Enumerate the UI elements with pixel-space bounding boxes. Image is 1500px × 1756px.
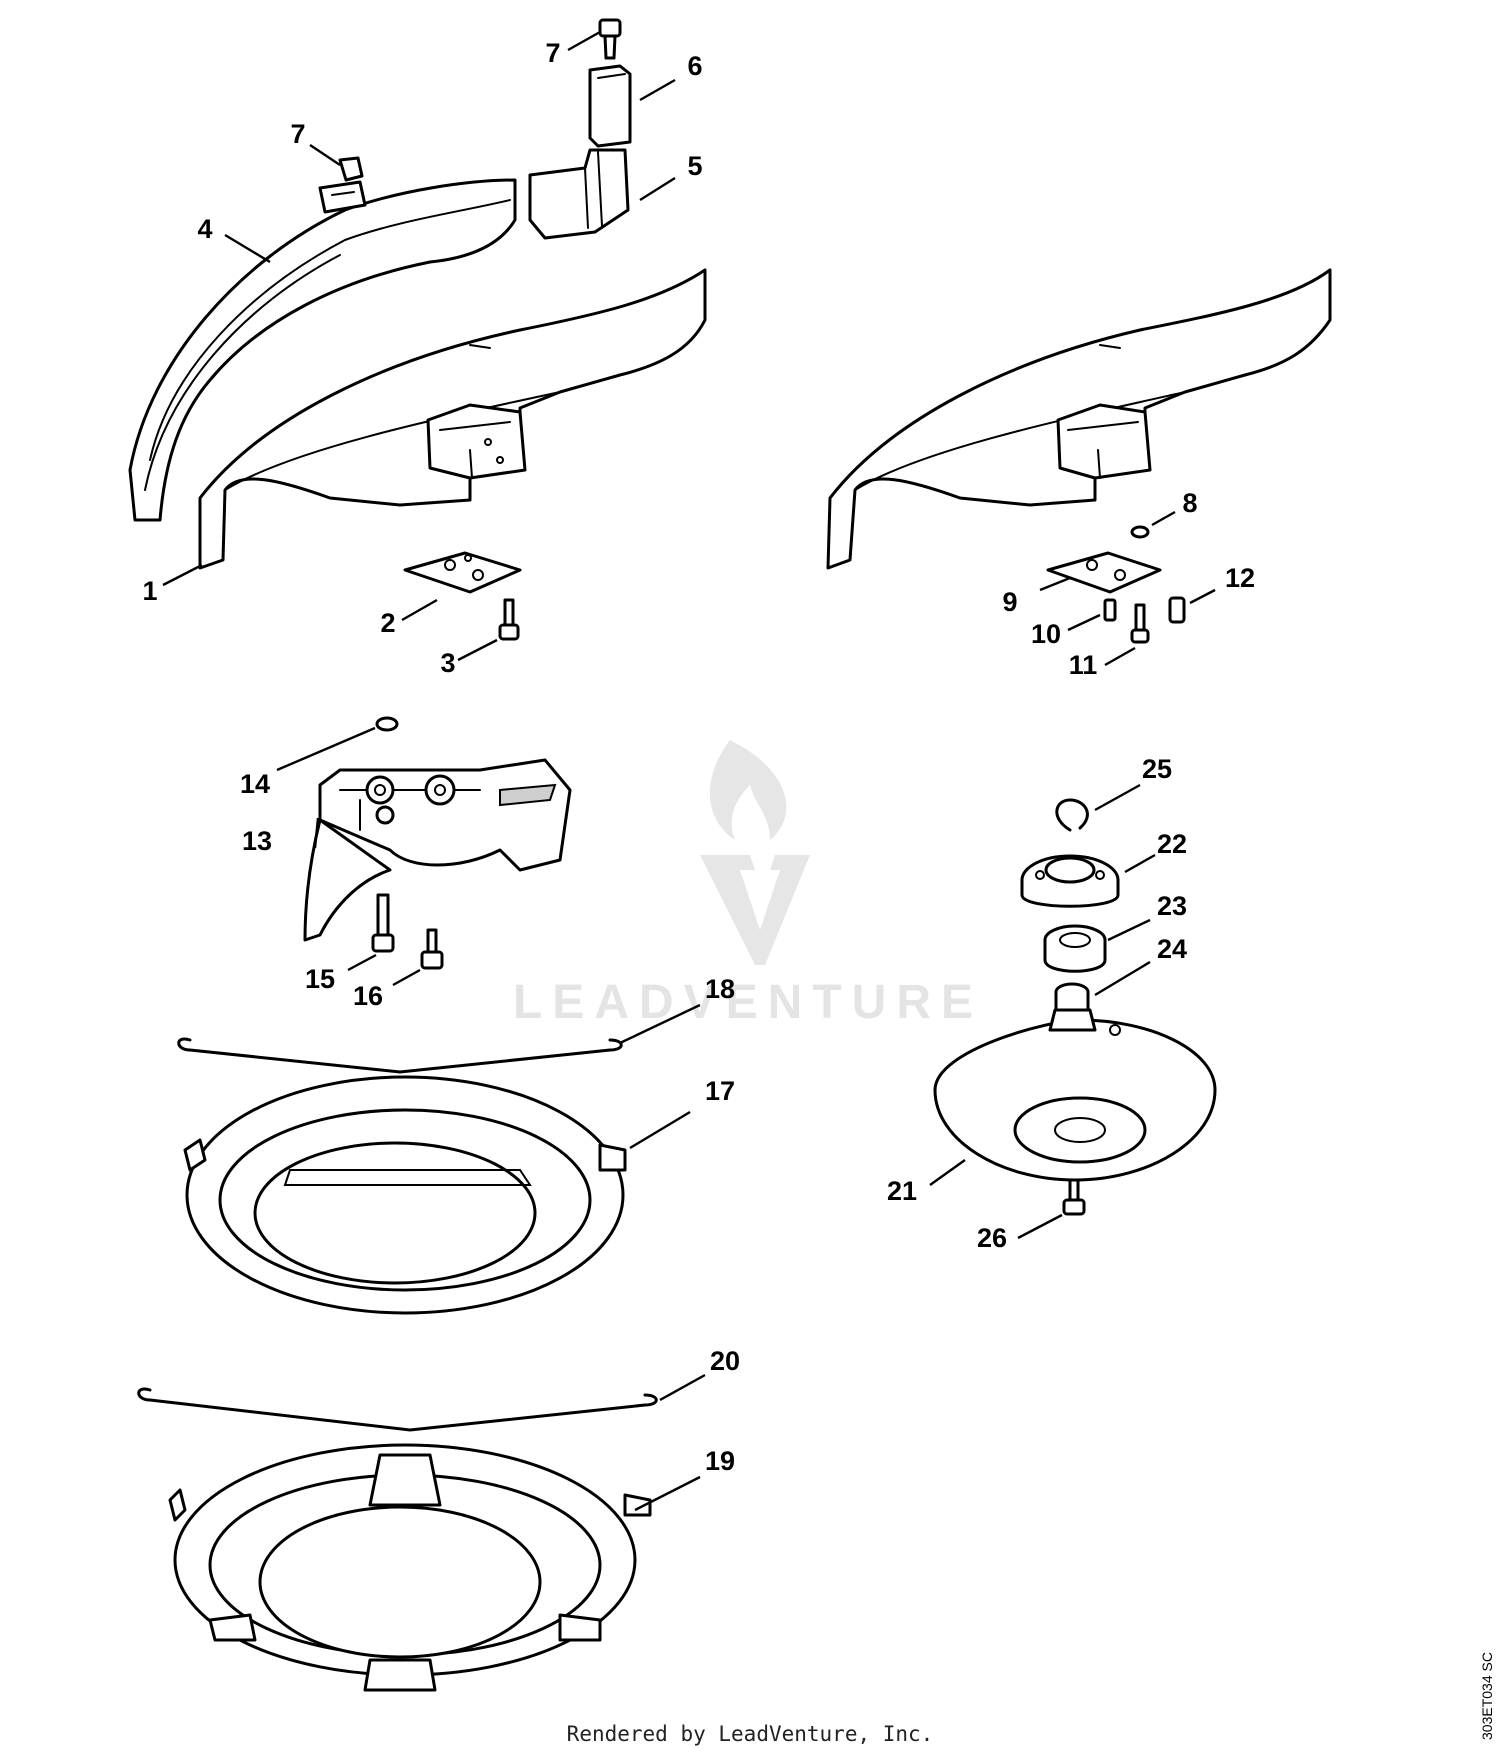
drawing-code: 303ET034 SC xyxy=(1479,1652,1495,1740)
callout-23: 23 xyxy=(1157,891,1187,921)
leader-lines xyxy=(162,30,1216,1512)
part-8-washer xyxy=(1130,525,1150,539)
watermark-text: LEADVENTURE xyxy=(513,976,983,1029)
part-guard-right xyxy=(826,268,1332,570)
part-7-screw-top xyxy=(598,18,622,60)
callout-3: 3 xyxy=(440,648,455,678)
part-20-wire xyxy=(137,1387,658,1432)
callout-25: 25 xyxy=(1142,754,1172,784)
callout-2: 2 xyxy=(380,608,395,638)
part-23-bearing xyxy=(1043,924,1107,973)
part-9-plate xyxy=(1046,551,1162,594)
part-21-thrust-plate xyxy=(933,1008,1217,1182)
part-2-plate xyxy=(403,551,522,594)
part-12-screw xyxy=(1168,596,1186,624)
callout-17: 17 xyxy=(705,1076,735,1106)
callout-22: 22 xyxy=(1157,829,1187,859)
part-1-guard xyxy=(198,268,707,570)
part-10-screw xyxy=(1103,598,1117,622)
part-17-ring-guard xyxy=(183,1075,627,1315)
callout-9: 9 xyxy=(1002,587,1017,617)
callout-labels: 1 2 3 4 5 6 7 7 8 9 10 11 12 13 14 15 16… xyxy=(142,38,1255,1476)
callout-7-top: 7 xyxy=(545,38,560,68)
leadventure-watermark: LEADVENTURE xyxy=(513,740,983,1029)
part-25-circlip xyxy=(1055,798,1089,832)
callout-19: 19 xyxy=(705,1446,735,1476)
callout-15: 15 xyxy=(305,964,335,994)
callout-5: 5 xyxy=(687,151,702,181)
callout-10: 10 xyxy=(1031,619,1061,649)
callout-21: 21 xyxy=(887,1176,917,1206)
part-5-bracket xyxy=(528,148,630,240)
part-4-strip xyxy=(128,178,517,522)
callout-18: 18 xyxy=(705,974,735,1004)
callout-6: 6 xyxy=(687,51,702,81)
part-18-wire xyxy=(177,1037,623,1074)
callout-20: 20 xyxy=(710,1346,740,1376)
callout-16: 16 xyxy=(353,981,383,1011)
callout-4: 4 xyxy=(197,214,212,244)
callout-8: 8 xyxy=(1182,488,1197,518)
callout-24: 24 xyxy=(1157,934,1187,964)
callout-12: 12 xyxy=(1225,563,1255,593)
part-13-housing xyxy=(303,758,572,942)
footer-credit: Rendered by LeadVenture, Inc. xyxy=(566,1722,934,1746)
callout-13: 13 xyxy=(242,826,272,856)
part-19-ring-guard xyxy=(168,1443,652,1692)
part-26-screw xyxy=(1062,1178,1086,1216)
part-24-sleeve xyxy=(1054,982,1090,1012)
callout-14: 14 xyxy=(240,769,270,799)
part-14-washer xyxy=(375,716,399,732)
part-11-screw xyxy=(1130,603,1150,644)
part-22-flange xyxy=(1020,854,1120,908)
part-3-screw xyxy=(498,598,520,641)
callout-11: 11 xyxy=(1069,650,1098,680)
callout-26: 26 xyxy=(977,1223,1007,1253)
part-6-bracket xyxy=(588,64,632,148)
part-15-screw xyxy=(371,893,395,953)
callout-7-left: 7 xyxy=(290,119,305,149)
part-16-screw xyxy=(420,928,444,970)
part-7-nut xyxy=(338,156,364,182)
callout-1: 1 xyxy=(142,576,157,606)
